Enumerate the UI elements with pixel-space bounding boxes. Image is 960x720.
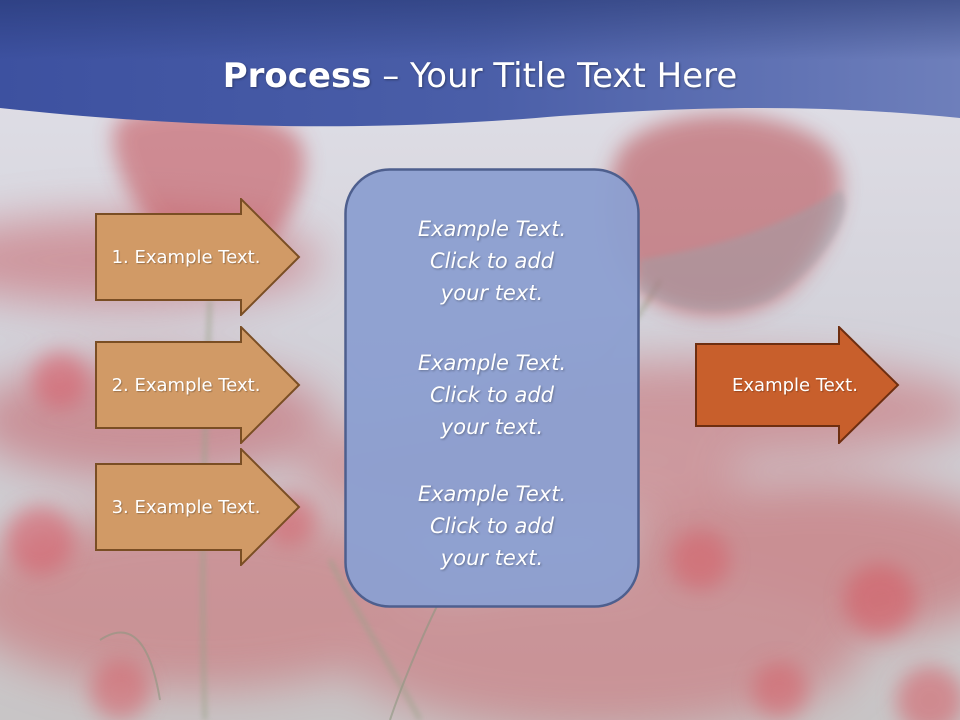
process-arrow-1-label: 1. Example Text. [111, 246, 261, 268]
paragraph-line: Click to add [429, 514, 554, 538]
output-arrow-label: Example Text. [732, 374, 858, 396]
process-arrow-2-label: 2. Example Text. [111, 374, 261, 396]
process-arrow-3-label: 3. Example Text. [111, 496, 261, 518]
paragraph-line: Example Text. [417, 351, 567, 375]
paragraph-line: your text. [440, 415, 544, 439]
title-rest: – Your Title Text Here [371, 56, 738, 96]
paragraph-line: Click to add [429, 249, 554, 273]
center-paragraph-3: Example Text. Click to add your text. [344, 478, 640, 574]
arrow-shape [95, 198, 301, 316]
arrow-shape [95, 448, 301, 566]
page-title: Process – Your Title Text Here [0, 50, 960, 102]
output-arrow[interactable]: Example Text. [695, 326, 901, 444]
title-strong: Process [222, 56, 372, 96]
arrow-shape [95, 326, 301, 444]
paragraph-line: Click to add [429, 383, 554, 407]
paragraph-line: Example Text. [417, 217, 567, 241]
process-arrow-3[interactable]: 3. Example Text. [95, 448, 301, 566]
paragraph-line: your text. [440, 546, 544, 570]
center-paragraph-2: Example Text. Click to add your text. [344, 347, 640, 443]
center-paragraph-1: Example Text. Click to add your text. [344, 213, 640, 309]
arrow-shape [695, 326, 900, 444]
center-box-shape [344, 168, 640, 608]
process-arrow-2[interactable]: 2. Example Text. [95, 326, 301, 444]
center-process-box[interactable]: Example Text. Click to add your text. Ex… [344, 168, 640, 608]
process-arrow-1[interactable]: 1. Example Text. [95, 198, 301, 316]
paragraph-line: your text. [440, 281, 544, 305]
paragraph-line: Example Text. [417, 482, 567, 506]
